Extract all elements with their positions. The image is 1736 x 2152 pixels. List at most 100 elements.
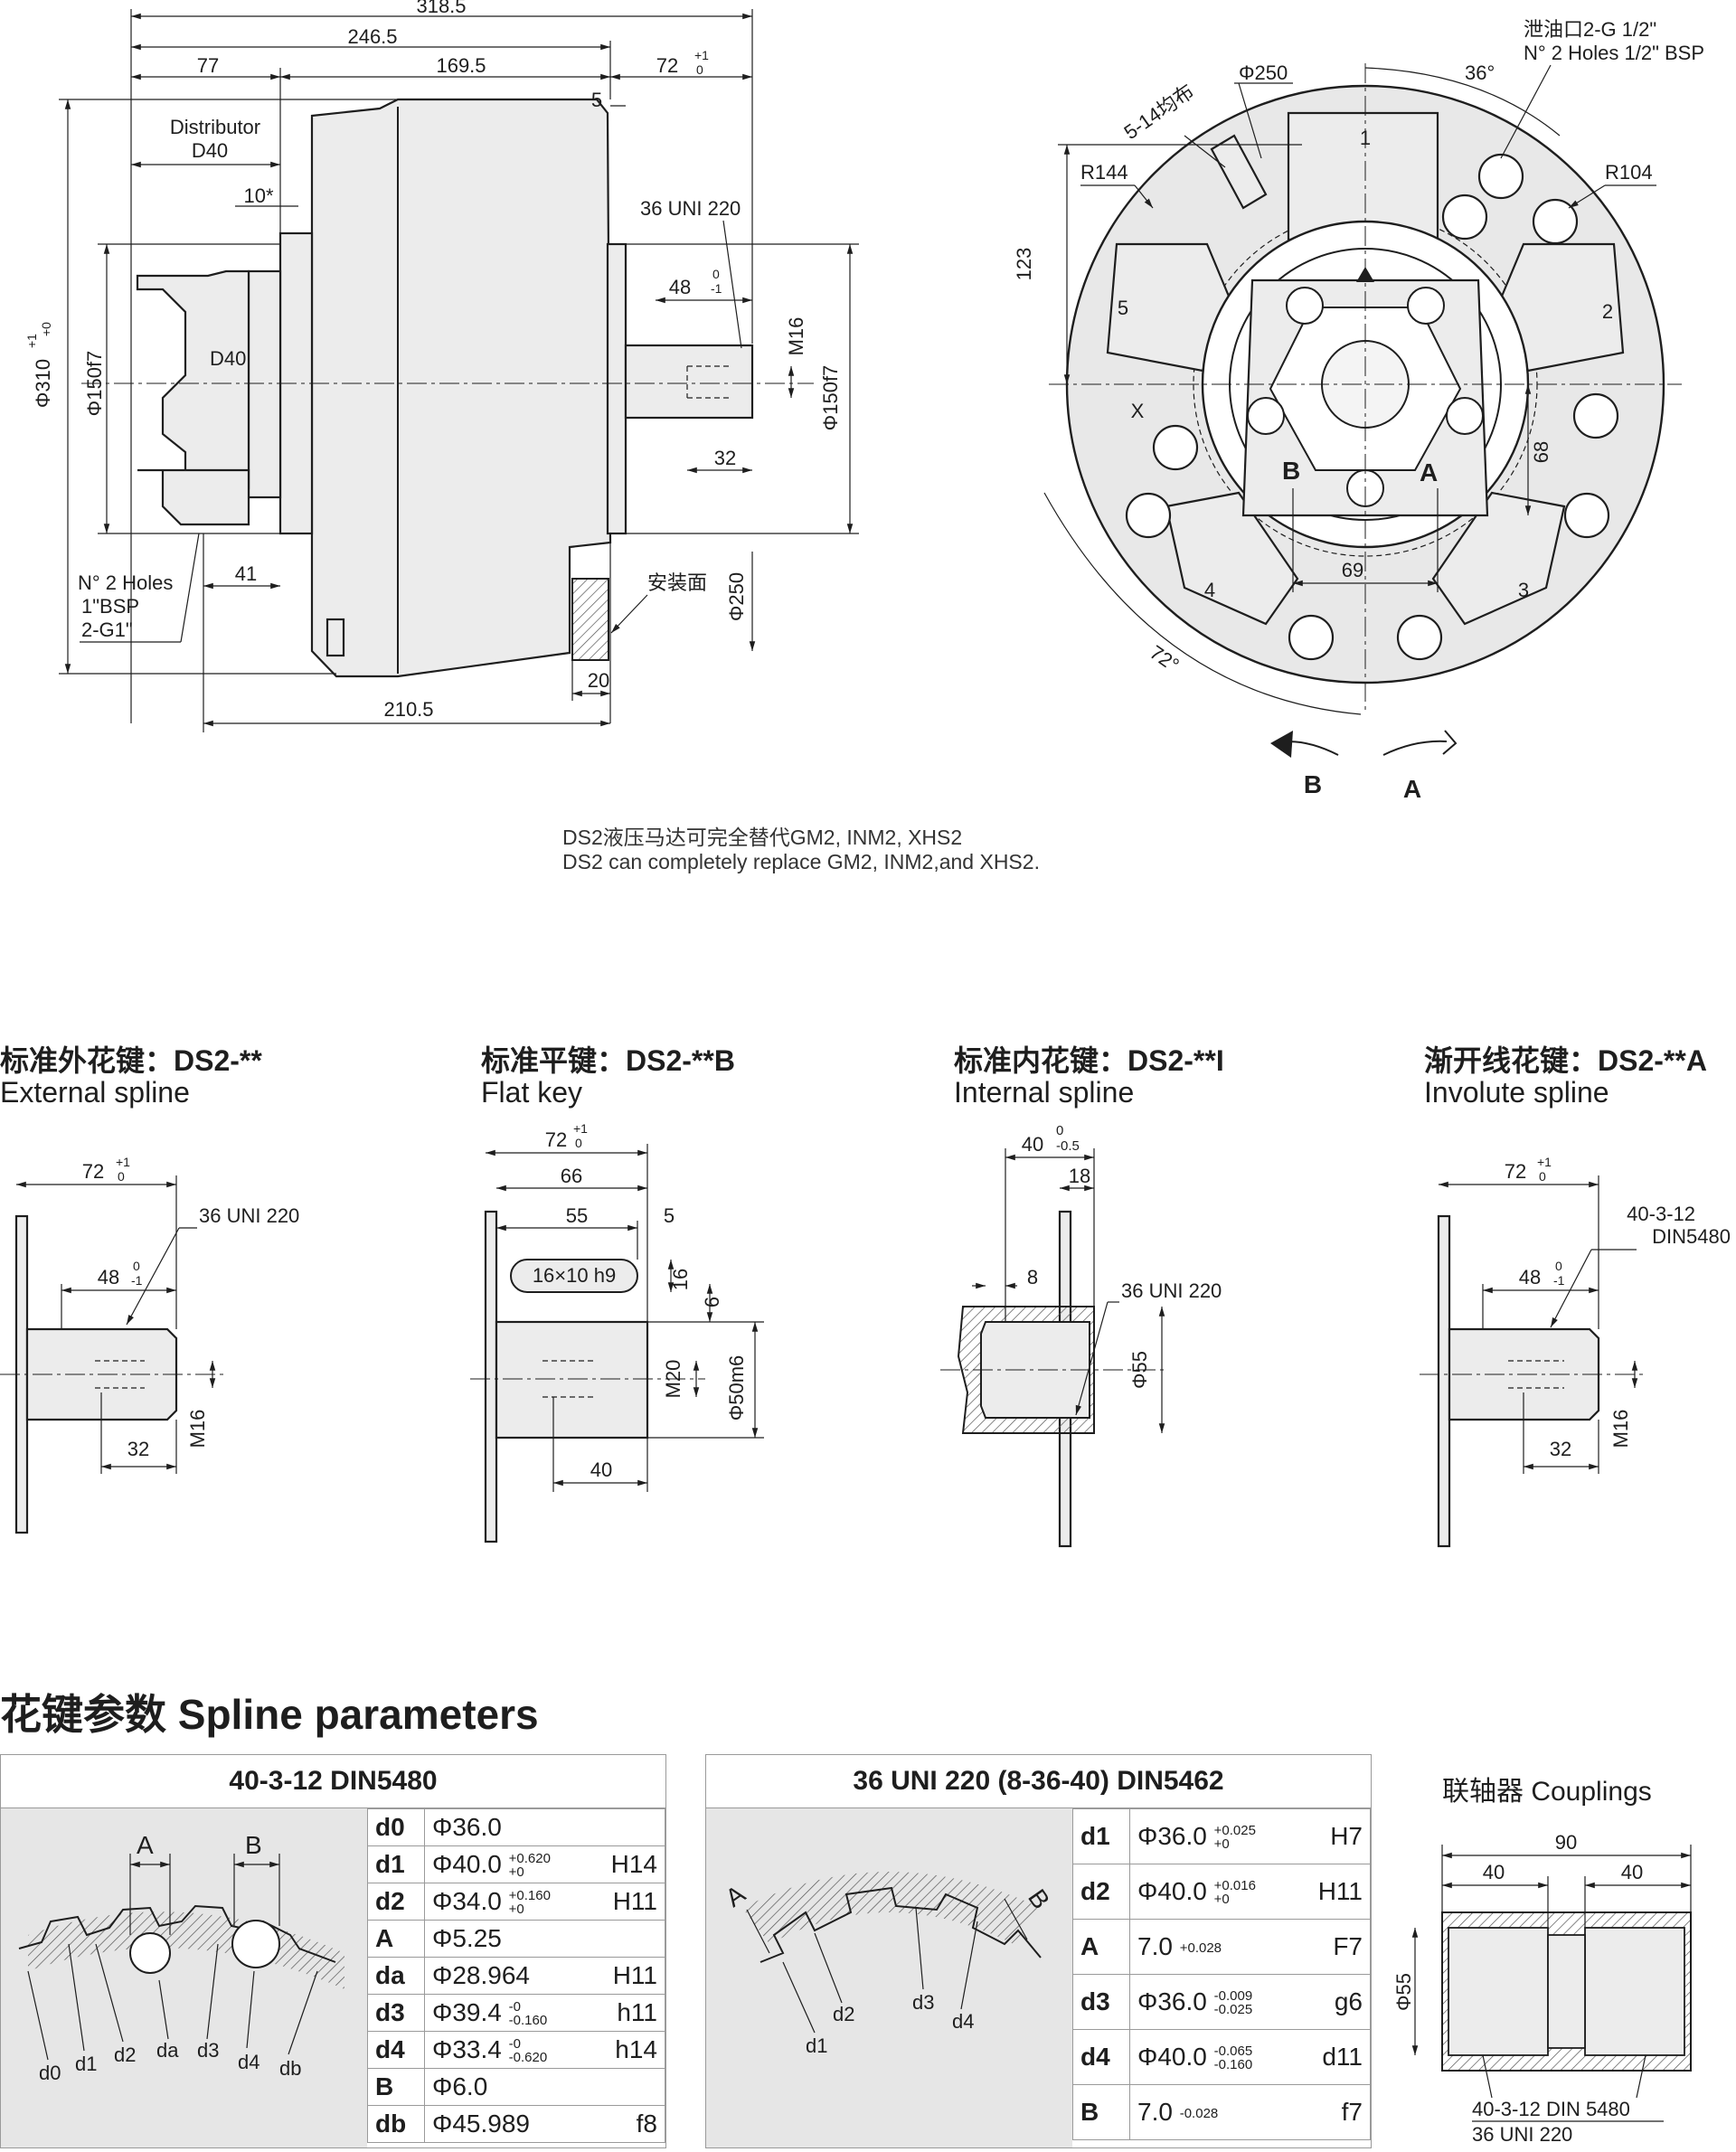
param-fit: [596, 1920, 665, 1958]
flat-key-drawing: 16×10 h9 72 +1 0 66 55 5 16 6 M20 Φ50m6 …: [470, 1121, 764, 1543]
phi310: Φ310: [32, 359, 54, 408]
involute-spline-drawing: 72 +1 0 40-3-12 DIN5480 48 0 -1 32 M16: [1420, 1155, 1731, 1548]
dim-72-tol-low: 0: [696, 62, 703, 77]
param-value: Φ40.0 +0.620+0: [424, 1845, 596, 1883]
mount-face-label: 安装面: [647, 571, 707, 594]
t1-label-d4: d4: [238, 2051, 259, 2073]
param-fit: [596, 2068, 665, 2106]
param-nominal: 7.0: [1137, 1932, 1173, 1960]
dim-123: 123: [1013, 248, 1035, 281]
m16-label: M16: [785, 317, 807, 356]
distributor-label: Distributor: [170, 116, 260, 138]
param-key: d3: [1072, 1974, 1130, 2030]
ext-thread: 36 UNI 220: [199, 1204, 299, 1227]
table2-diagram: A B d1 d2 d3 d4: [706, 1808, 1072, 2147]
flat-t72-low: 0: [575, 1136, 582, 1150]
section-1: 1: [1360, 127, 1371, 149]
dim-72: 72: [656, 54, 678, 77]
flat-m20: M20: [662, 1360, 684, 1399]
param-tol-upper: -0: [508, 2036, 521, 2053]
port-b: B: [1282, 457, 1300, 485]
rotation-b: B: [1304, 770, 1322, 798]
param-fit: h11: [596, 1994, 665, 2032]
param-fit: [596, 1808, 665, 1846]
param-tol-upper: -0.065: [1213, 2043, 1253, 2060]
spline-title-flat: 标准平键：DS2-**B: [481, 1044, 735, 1077]
ext-m16: M16: [186, 1410, 209, 1449]
dim-41: 41: [235, 562, 257, 585]
t1-label-d3: d3: [197, 2039, 219, 2062]
param-tolerance: +0.025+0: [1214, 1824, 1256, 1851]
section-3: 3: [1518, 579, 1529, 601]
dim-10: 10*: [243, 184, 273, 207]
section-title: 花键参数 Spline parameters: [0, 1691, 539, 1738]
param-fit: h14: [596, 2031, 665, 2069]
param-fit: d11: [1301, 2029, 1371, 2085]
compat-note-cn: DS2液压马达可完全替代GM2, INM2, XHS2: [562, 826, 963, 849]
holes-note-3: 2-G1": [81, 618, 133, 641]
param-fit: f7: [1301, 2084, 1371, 2140]
param-value: Φ40.0 +0.016+0: [1129, 1864, 1301, 1920]
ext-t48-up: 0: [133, 1259, 140, 1273]
t2-label-d4: d4: [952, 2010, 974, 2033]
param-tol-upper: -0.028: [1179, 2106, 1219, 2122]
flat-key-label: 16×10 h9: [533, 1264, 616, 1287]
param-fit: H11: [596, 1883, 665, 1921]
ext-d72: 72: [82, 1160, 104, 1183]
t1-label-d0: d0: [39, 2062, 61, 2084]
t1-label-d2: d2: [114, 2043, 136, 2066]
phi150-right: Φ150f7: [819, 365, 842, 431]
x-mark: X: [1131, 400, 1145, 422]
int-phi55: Φ55: [1128, 1351, 1151, 1389]
dim-20: 20: [588, 669, 609, 692]
int-d8: 8: [1027, 1266, 1038, 1288]
param-value: Φ45.989: [424, 2105, 596, 2143]
param-nominal: Φ6.0: [432, 2072, 488, 2100]
t2-label-d1: d1: [806, 2034, 827, 2057]
param-nominal: 7.0: [1137, 2098, 1173, 2126]
coupling-spec1: 40-3-12 DIN 5480: [1472, 2098, 1630, 2120]
dim-210: 210.5: [383, 698, 433, 721]
t1-label-b: B: [245, 1831, 262, 1859]
r144-label: R144: [1080, 161, 1128, 184]
param-nominal: Φ40.0: [1137, 2042, 1207, 2071]
r104-label: R104: [1605, 161, 1653, 184]
section-4: 4: [1204, 579, 1215, 601]
param-nominal: Φ5.25: [432, 1924, 502, 1952]
d40-inner: D40: [210, 347, 246, 370]
param-value: Φ6.0: [424, 2068, 596, 2106]
int-d40: 40: [1022, 1133, 1043, 1156]
flat-phi50: Φ50m6: [725, 1355, 748, 1421]
side-view: 318.5 246.5 77 169.5 72 +1 0 5 Distribut…: [24, 0, 859, 732]
flat-d55: 55: [566, 1204, 588, 1227]
flat-d40: 40: [590, 1458, 612, 1481]
param-fit: H7: [1301, 1808, 1371, 1864]
dim-48-tol-low: -1: [711, 281, 722, 296]
param-value: 7.0 -0.028: [1129, 2084, 1301, 2140]
int-t40-low: -0.5: [1056, 1138, 1080, 1154]
param-key: B: [367, 2068, 425, 2106]
int-d18: 18: [1069, 1165, 1090, 1187]
phi150-left: Φ150f7: [83, 351, 106, 417]
param-value: Φ39.4 -0-0.160: [424, 1994, 596, 2032]
flat-d66: 66: [561, 1165, 582, 1187]
param-fit: F7: [1301, 1919, 1371, 1975]
drain-port-en: N° 2 Holes 1/2" BSP: [1524, 42, 1704, 64]
dim-48-tol-up: 0: [712, 267, 720, 281]
param-key: d2: [1072, 1864, 1130, 1920]
distributor-size: D40: [192, 139, 228, 162]
param-value: Φ36.0: [424, 1808, 596, 1846]
table1-header: 40-3-12 DIN5480: [1, 1755, 665, 1808]
flat-t72-up: +1: [573, 1121, 588, 1136]
t1-label-da: da: [156, 2039, 179, 2062]
param-fit: H14: [596, 1845, 665, 1883]
param-nominal: Φ36.0: [432, 1813, 502, 1841]
inv-d48: 48: [1519, 1266, 1541, 1288]
